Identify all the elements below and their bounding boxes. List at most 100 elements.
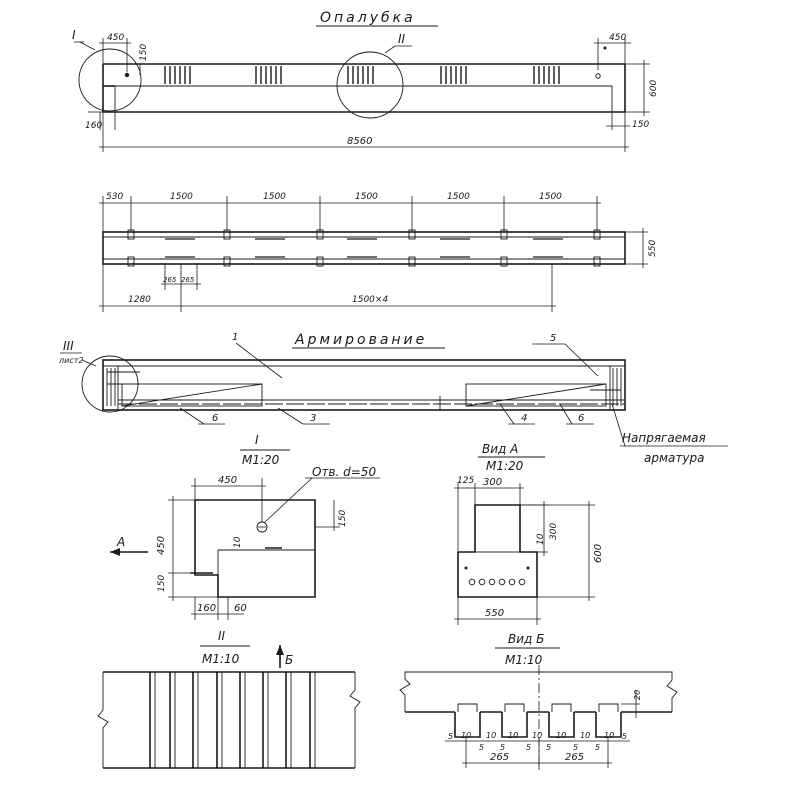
dim-B-5-1: 5 <box>448 732 453 741</box>
dim-A-10: 10 <box>536 533 546 545</box>
dim-I-450-v: 450 <box>156 536 167 555</box>
detail-I-title: I <box>255 433 259 447</box>
dim-B-5-3: 5 <box>500 743 505 752</box>
formwork-heading: Опалубка <box>320 10 416 26</box>
plate-3 <box>347 66 374 84</box>
view-A-scale: М1:20 <box>486 459 524 473</box>
dim-plan-1500-5: 1500 <box>539 192 562 202</box>
reinf-beam-outline <box>102 359 626 411</box>
dim-B-5-5: 5 <box>546 743 551 752</box>
dim-plan-1500x4: 1500×4 <box>352 295 388 305</box>
dim-A-600: 600 <box>593 544 604 563</box>
detail-circle-II <box>336 51 404 119</box>
dim-plan-265-2: 265 <box>181 276 195 284</box>
dim-elev-450-right: 450 <box>609 33 626 43</box>
callout-III-note: лист2 <box>58 356 83 365</box>
dim-B-10-5: 10 <box>556 731 566 740</box>
view-A-title: Вид А <box>482 442 518 456</box>
plan-outline <box>102 231 626 265</box>
dim-B-265-left: 265 <box>490 752 509 763</box>
dim-I-60: 60 <box>234 603 247 614</box>
dim-I-450-h: 450 <box>218 475 237 486</box>
pos-4: 4 <box>521 413 527 424</box>
plate-1 <box>164 66 191 84</box>
detail-I-outline <box>194 499 316 598</box>
view-B-title: Вид Б <box>508 632 544 646</box>
callout-II: II <box>398 32 406 46</box>
dim-B-20: 20 <box>633 690 642 700</box>
break-left <box>97 672 109 768</box>
dim-elev-150-bottom: 150 <box>632 120 649 130</box>
dim-elev-450-left: 450 <box>107 33 124 43</box>
dim-B-5-8: 5 <box>622 732 627 741</box>
reinforcement-elevation: Армирование III лист2 <box>58 332 728 465</box>
dim-elev-160: 160 <box>85 121 102 131</box>
prestressed-note-1: Напрягаемая <box>622 431 706 445</box>
view-B-scale: М1:10 <box>505 653 543 667</box>
detail-circle-I <box>78 48 142 112</box>
detail-I: I М1:20 Отв. d=50 450 150 450 150 10 160 <box>110 433 380 620</box>
dim-B-5-4: 5 <box>526 743 531 752</box>
end-cage-right <box>590 368 622 406</box>
dim-B-265-right: 265 <box>565 752 584 763</box>
dim-B-10-6: 10 <box>580 731 590 740</box>
hole-label: Отв. d=50 <box>312 465 376 479</box>
dim-plan-1500-2: 1500 <box>263 192 286 202</box>
dim-plan-530: 530 <box>106 192 123 202</box>
dim-I-150-top: 150 <box>338 510 348 527</box>
pos-6-left: 6 <box>212 413 218 424</box>
dim-plan-1280: 1280 <box>128 295 151 305</box>
plate-5 <box>533 66 560 84</box>
reinforcement-heading: Армирование <box>294 332 427 348</box>
dim-elev-8560: 8560 <box>347 136 372 147</box>
callout-I: I <box>72 28 76 42</box>
dim-I-10: 10 <box>233 536 243 548</box>
dim-A-550: 550 <box>485 608 504 619</box>
arrow-A-label: А <box>116 535 125 549</box>
frame-left <box>121 383 263 407</box>
formwork-elevation: Опалубка <box>72 10 659 152</box>
end-cage-left <box>106 368 140 406</box>
embedded-plates <box>164 66 560 84</box>
view-B: Вид Б М1:10 20 5 10 5 <box>399 632 678 770</box>
dim-B-10-7: 10 <box>604 731 614 740</box>
formwork-plan: 530 1500 1500 1500 1500 1500 550 265 265… <box>99 192 658 312</box>
detail-II-scale: М1:10 <box>202 652 240 666</box>
detail-II-title: II <box>218 629 226 643</box>
dim-I-150-bottom: 150 <box>157 575 167 592</box>
hole-right <box>595 73 601 79</box>
dim-B-5-6: 5 <box>573 743 578 752</box>
mark-dot <box>603 46 607 50</box>
dim-plan-550: 550 <box>648 240 658 257</box>
dim-plan-1500-4: 1500 <box>447 192 470 202</box>
plate-4 <box>440 66 467 84</box>
view-B-ribs <box>454 703 622 738</box>
hole-left <box>124 72 130 78</box>
view-B-chain-dims: 5 10 5 10 5 10 5 10 5 10 5 10 5 10 5 <box>448 731 627 752</box>
dim-elev-600: 600 <box>649 80 659 97</box>
dim-plan-1500-3: 1500 <box>355 192 378 202</box>
dim-plan-1500-1: 1500 <box>170 192 193 202</box>
dim-B-10-1: 10 <box>461 731 471 740</box>
dim-plan-265-1: 265 <box>163 276 177 284</box>
pos-5: 5 <box>550 333 556 344</box>
prestressed-note-2: арматура <box>644 451 704 465</box>
detail-circle-III <box>81 355 139 413</box>
dim-A-300-v: 300 <box>549 523 559 540</box>
beam-outline <box>102 63 626 113</box>
view-A-strand-holes <box>464 566 530 586</box>
dim-A-125: 125 <box>457 476 474 486</box>
detail-II-plates <box>149 672 316 768</box>
dim-A-300-h: 300 <box>483 477 502 488</box>
view-B-break-edges <box>399 671 678 712</box>
dim-B-10-2: 10 <box>486 731 496 740</box>
arrow-B-label: Б <box>285 653 293 667</box>
dim-B-10-4: 10 <box>532 731 542 740</box>
pos-6-right: 6 <box>578 413 584 424</box>
detail-I-scale: М1:20 <box>242 453 280 467</box>
view-A: Вид А М1:20 125 300 300 10 600 <box>454 442 604 625</box>
dim-B-5-7: 5 <box>595 743 600 752</box>
pos-3: 3 <box>310 413 316 424</box>
dim-I-160: 160 <box>197 603 216 614</box>
